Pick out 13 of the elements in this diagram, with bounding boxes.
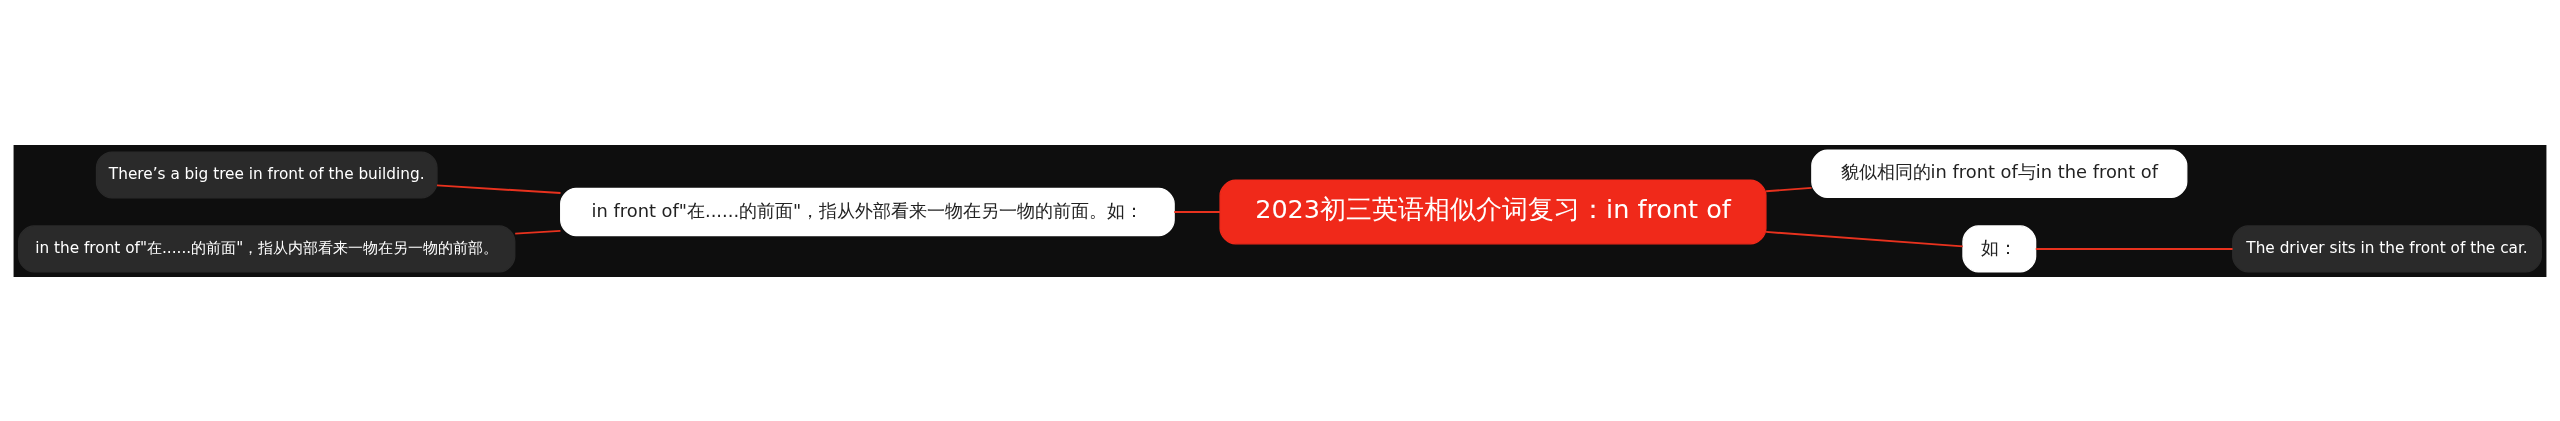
node-box: in front of"在......的前面"，指从外部看来一物在另一物的前面。如： [560, 187, 1175, 236]
node-box: 2023初三英语相似介词复习：in front of [1219, 178, 1767, 244]
connector [1765, 230, 1964, 247]
node-box: 如： [1962, 224, 2037, 273]
node-box: 貌似相同的in front of与in the front of [1811, 148, 2188, 198]
node-box: The driver sits in the front of the car. [2232, 224, 2542, 273]
connector [1765, 186, 1813, 192]
connector [436, 183, 562, 194]
node-box: There’s a big tree in front of the building. [95, 150, 438, 199]
connector [514, 229, 562, 235]
node-box: in the front of"在......的前面"，指从内部看来一物在另一物的前部。 [18, 224, 516, 273]
connector [1173, 210, 1221, 213]
connector [2034, 247, 2234, 250]
